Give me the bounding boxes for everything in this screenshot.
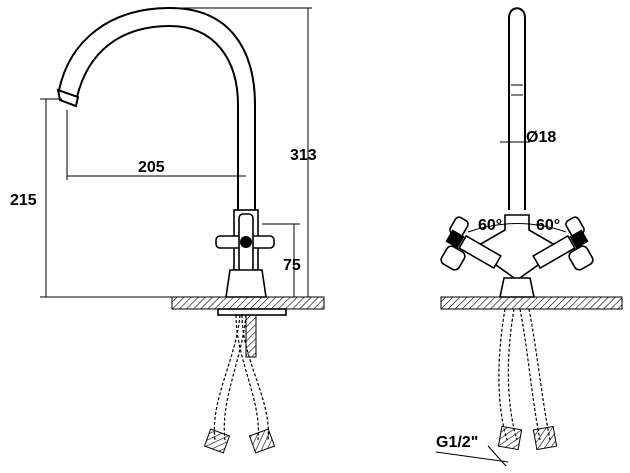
dim-total-height-label: 313 — [290, 147, 317, 164]
side-mount-nut — [217, 308, 287, 316]
side-view: 313 205 215 75 — [10, 6, 325, 454]
dim-spout-diameter: Ø18 — [500, 129, 556, 146]
front-hose-fittings — [497, 425, 558, 451]
dim-total-height: 313 — [170, 7, 317, 298]
dim-handle-angle-left: 60° — [478, 217, 502, 234]
front-spout — [508, 7, 526, 210]
front-hose-right — [519, 308, 541, 441]
dim-thread-label: G1/2" — [436, 434, 478, 451]
front-hose-left — [498, 308, 508, 441]
dim-base-height-label: 75 — [283, 257, 301, 274]
front-countertop — [440, 296, 623, 310]
dim-thread: G1/2" — [435, 434, 509, 467]
side-hose-right-b — [241, 314, 269, 441]
side-spout-inner — [76, 24, 239, 210]
dim-handle-angle-right: 60° — [536, 217, 560, 234]
side-hose-left-b — [223, 314, 247, 441]
front-handle-right — [532, 216, 594, 271]
dim-spout-diameter-label: Ø18 — [526, 129, 556, 146]
dim-spout-reach-label: 205 — [138, 159, 165, 176]
front-hose-right-b — [528, 308, 551, 441]
dim-spout-reach: 205 — [66, 110, 246, 180]
side-hose-right — [235, 314, 260, 441]
side-hose-fittings — [203, 428, 276, 454]
side-hose-left — [213, 314, 241, 441]
side-handle — [215, 213, 275, 273]
front-hose-left-b — [507, 308, 518, 441]
front-base — [499, 277, 535, 298]
side-base — [225, 269, 267, 298]
dim-base-height: 75 — [262, 223, 301, 297]
side-spout-tip — [56, 88, 80, 108]
side-spout-outer — [58, 6, 256, 210]
side-countertop — [171, 296, 325, 310]
dim-spout-height: 215 — [10, 98, 172, 298]
front-view: Ø18 60° 60° — [435, 7, 623, 467]
front-handle-left — [440, 216, 502, 271]
dim-spout-height-label: 215 — [10, 192, 37, 209]
